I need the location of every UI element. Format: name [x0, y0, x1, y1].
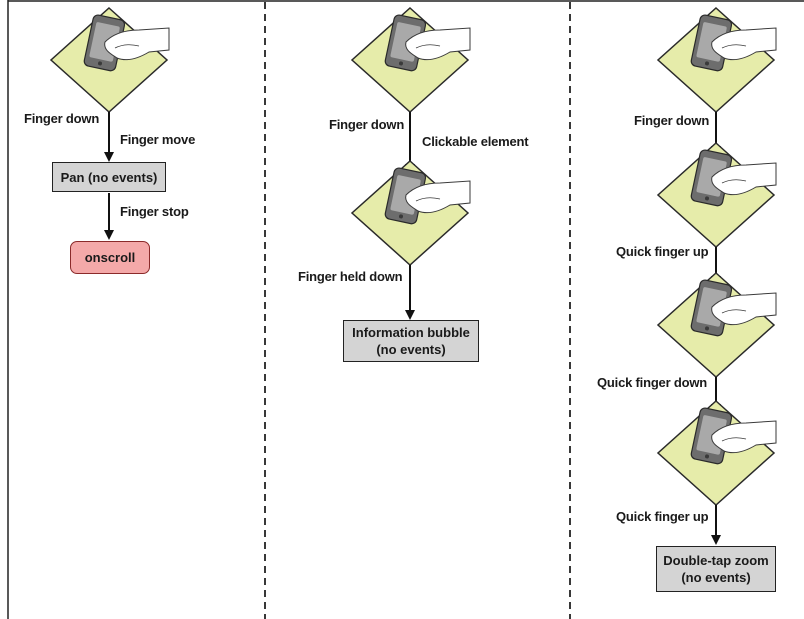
touch-pad-icon — [351, 160, 471, 266]
onscroll-event-box: onscroll — [70, 241, 150, 274]
label-clickable-element: Clickable element — [422, 134, 529, 149]
touch-pad-icon — [657, 272, 777, 378]
touch-pad-icon — [657, 400, 777, 506]
box-line: Information bubble — [352, 325, 470, 340]
information-bubble-box: Information bubble (no events) — [343, 320, 479, 362]
box-line: (no events) — [376, 342, 446, 357]
touch-pad-icon — [50, 7, 170, 113]
pan-box: Pan (no events) — [52, 162, 166, 192]
label-finger-stop: Finger stop — [120, 204, 189, 219]
double-tap-zoom-box: Double-tap zoom (no events) — [656, 546, 776, 592]
label-finger-down: Finger down — [24, 111, 100, 126]
label-quick-finger-up: Quick finger up — [616, 244, 709, 259]
box-line: (no events) — [681, 570, 751, 585]
label-finger-down: Finger down — [634, 113, 710, 128]
touch-pad-icon — [657, 7, 777, 113]
label-finger-held-down: Finger held down — [298, 269, 403, 284]
label-finger-down: Finger down — [329, 117, 405, 132]
label-quick-finger-up: Quick finger up — [616, 509, 709, 524]
box-line: Double-tap zoom — [663, 553, 769, 568]
label-quick-finger-down: Quick finger down — [597, 375, 707, 390]
touch-pad-icon — [351, 7, 471, 113]
label-finger-move: Finger move — [120, 132, 196, 147]
touch-pad-icon — [657, 142, 777, 248]
